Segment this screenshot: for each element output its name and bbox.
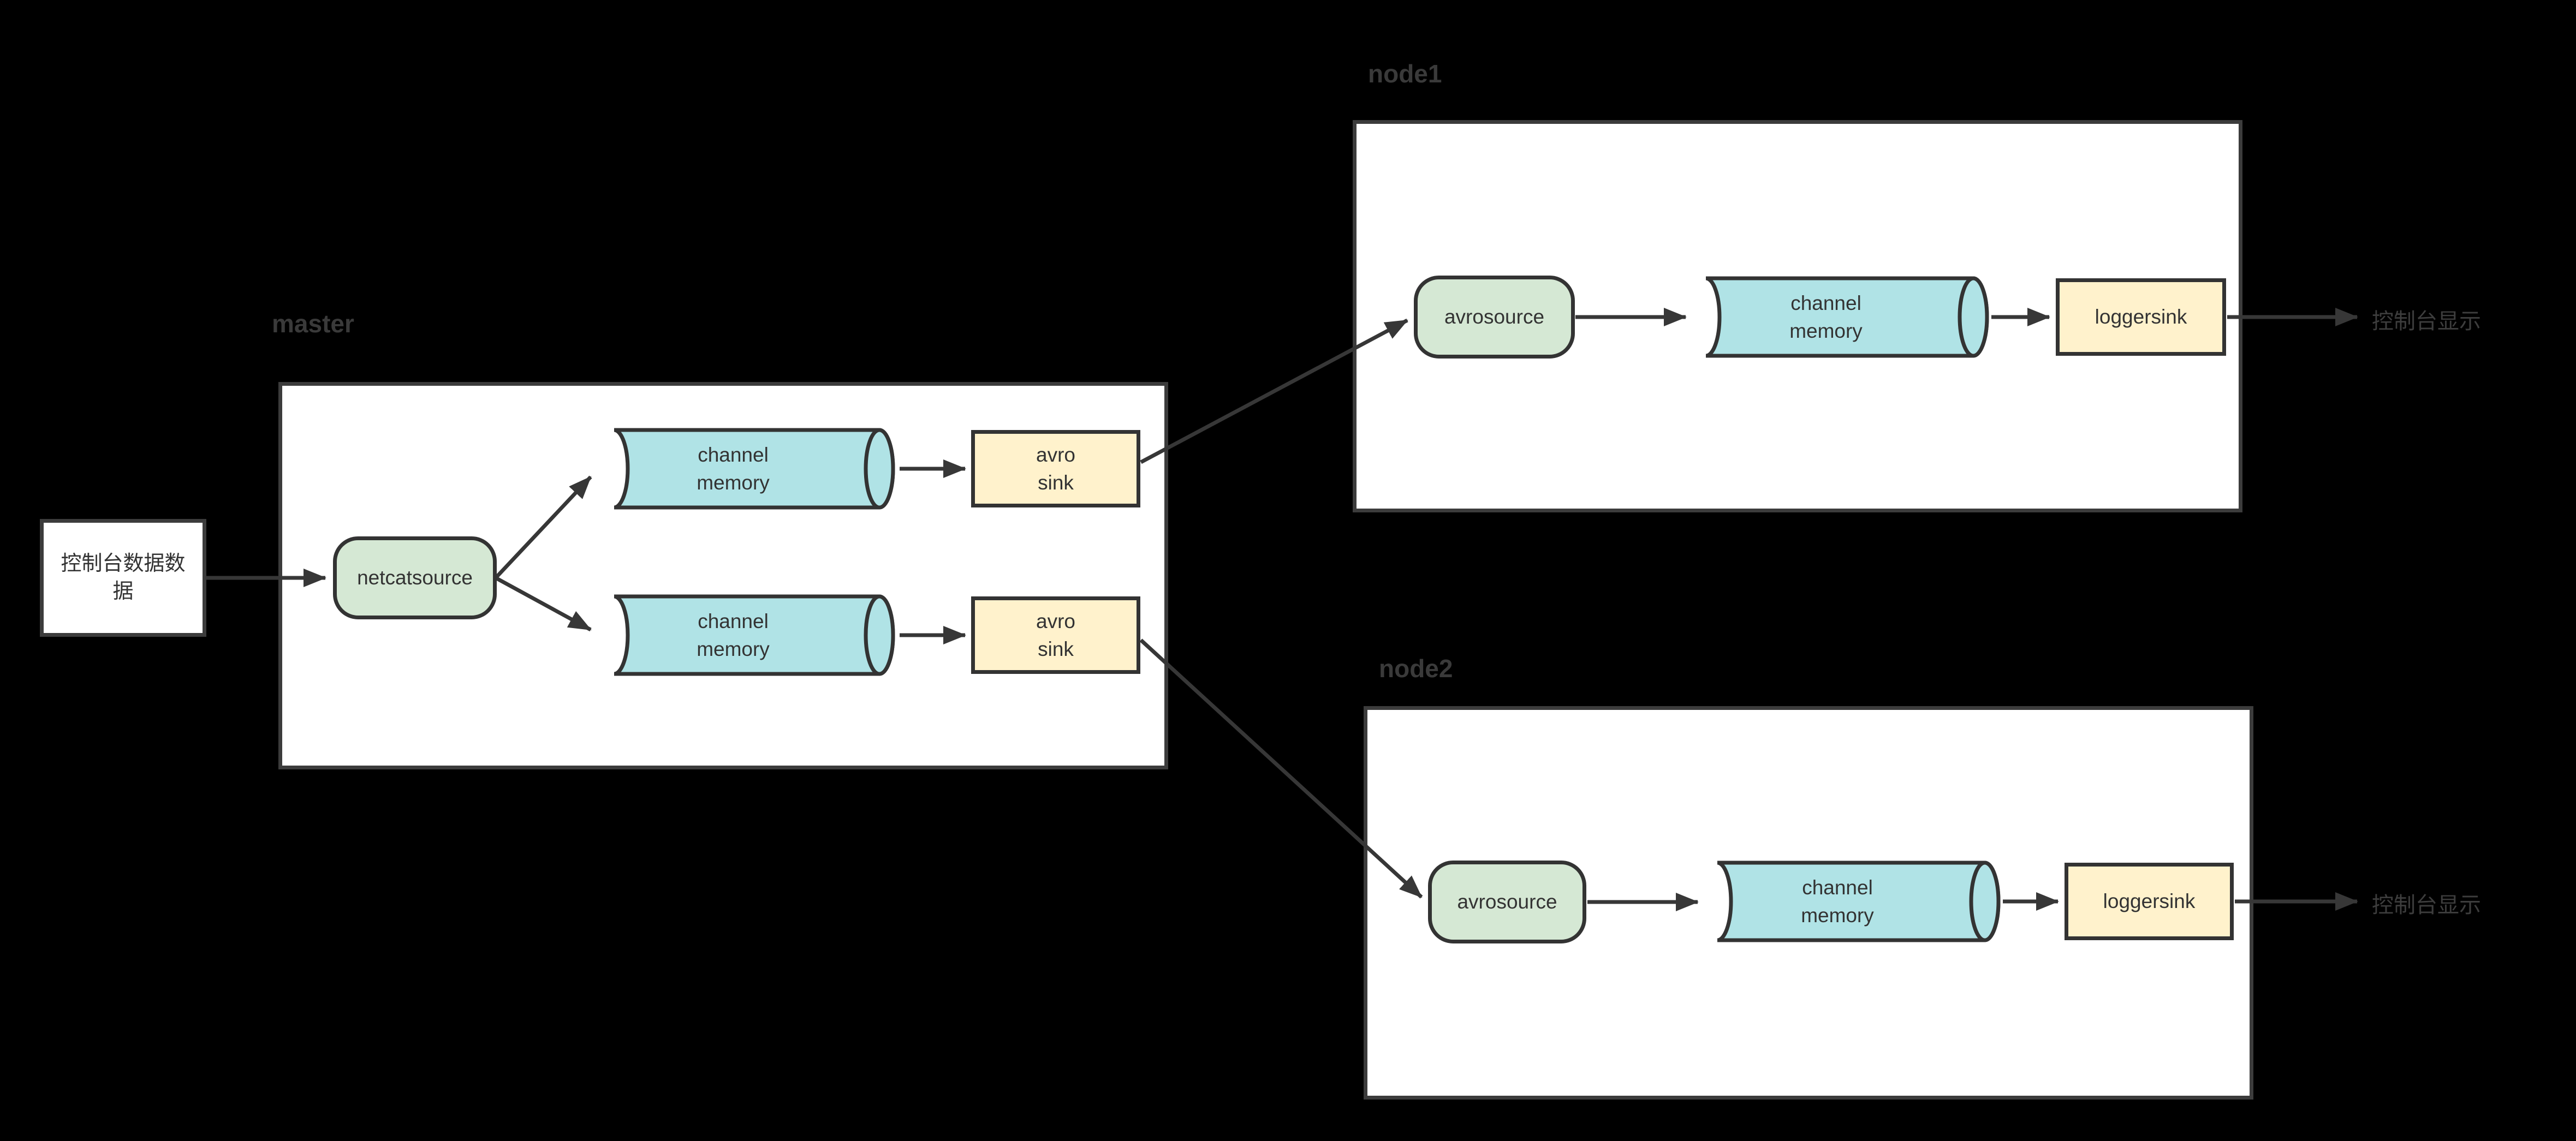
console-input-label: 控制台数据数据 <box>61 552 186 603</box>
node1-channel-label: channel memory <box>1692 278 1960 356</box>
node2-loggersink-text: loggersink <box>2103 890 2196 913</box>
master-channel-top-cylinder <box>614 428 895 510</box>
node1-avrosource-node: avrosource <box>1414 276 1575 359</box>
master-channel-top-text: channel memory <box>697 443 770 494</box>
node2-title: node2 <box>1379 654 1453 683</box>
master-channel-bottom-cylinder <box>614 594 895 676</box>
node1-title: node1 <box>1368 59 1442 88</box>
master-channel-top-label: channel memory <box>600 430 866 507</box>
node2-channel-text: channel memory <box>1801 876 1874 927</box>
node1-console-output-label: 控制台显示 <box>2372 309 2481 333</box>
node2-console-output-label: 控制台显示 <box>2372 893 2481 917</box>
node1-loggersink-text: loggersink <box>2095 306 2187 328</box>
node2-channel-label: channel memory <box>1704 863 1971 940</box>
node1-channel-text: channel memory <box>1789 291 1863 342</box>
edge-avrosink-top-to-node1-avrosource <box>1140 318 1408 464</box>
node2-loggersink-node: loggersink <box>2065 863 2234 940</box>
edge-netcatsource-to-channel-bottom <box>495 576 592 632</box>
console-input-box: 控制台数据数据 <box>40 519 206 637</box>
master-avrosink-top-text: avro sink <box>1036 443 1075 494</box>
master-netcatsource-node: netcatsource <box>333 536 497 619</box>
master-channel-bottom-label: channel memory <box>600 596 866 674</box>
node1-loggersink-node: loggersink <box>2056 278 2226 356</box>
edge-avrosink-bottom-to-node2-avrosource <box>1139 638 1423 899</box>
master-avrosink-bottom-node: avro sink <box>971 596 1140 674</box>
node2-avrosource-node: avrosource <box>1428 861 1586 943</box>
node1-channel-cylinder <box>1705 276 1989 358</box>
master-title: master <box>272 309 354 338</box>
master-channel-bottom-text: channel memory <box>697 610 770 660</box>
edge-netcatsource-to-channel-top <box>494 475 592 580</box>
master-avrosink-bottom-text: avro sink <box>1036 610 1075 660</box>
node2-channel-cylinder <box>1717 861 2001 942</box>
master-avrosink-top-node: avro sink <box>971 430 1140 507</box>
